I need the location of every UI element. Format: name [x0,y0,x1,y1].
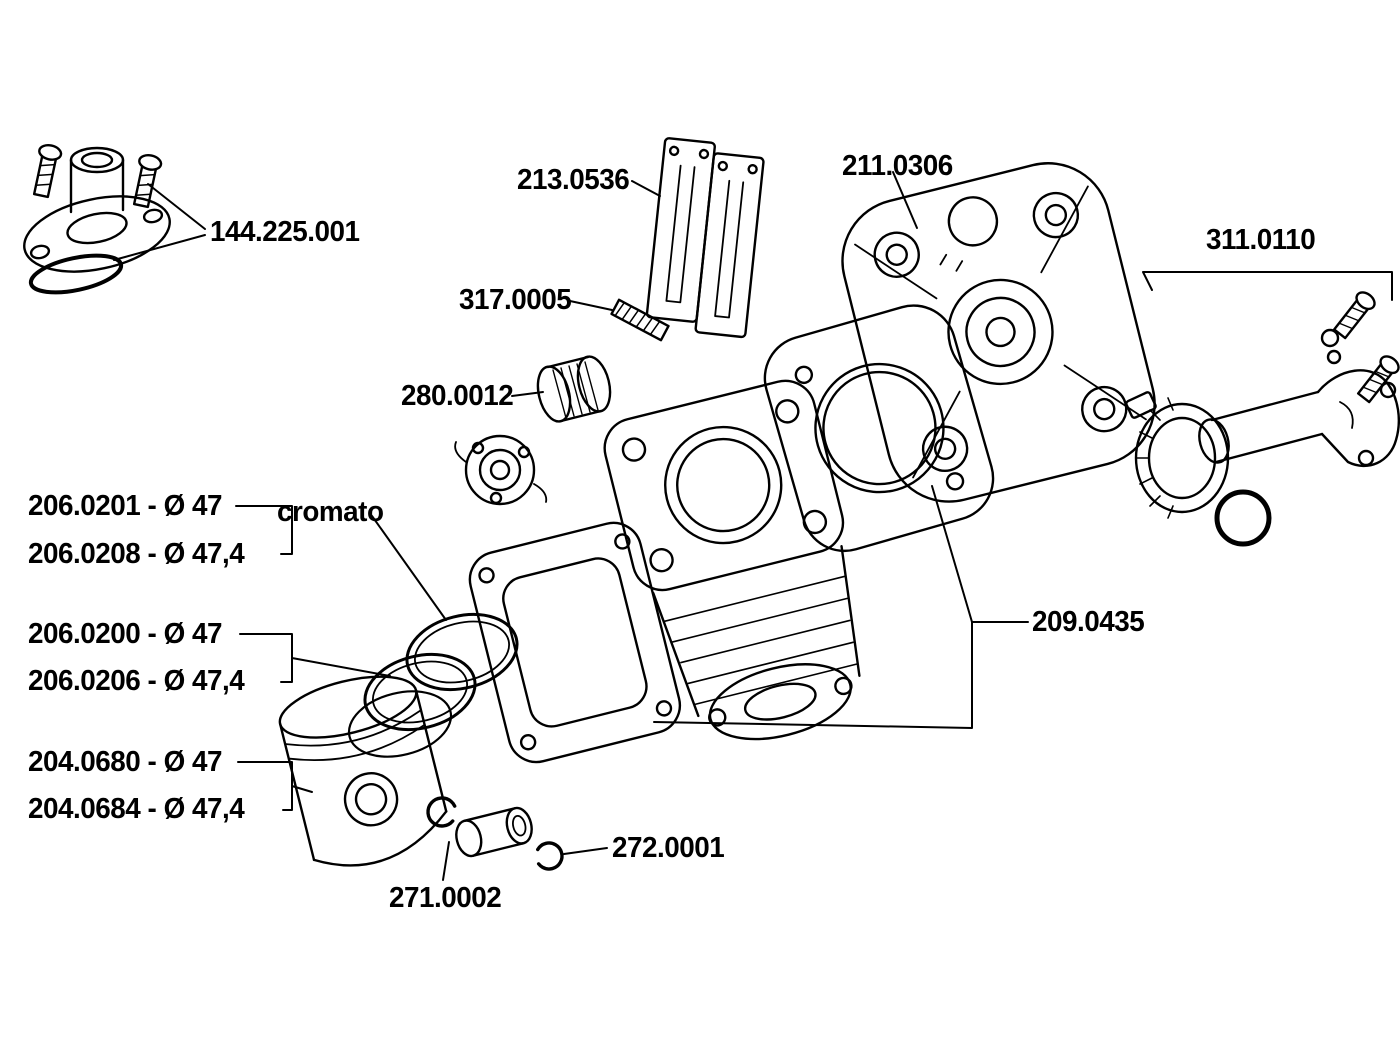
piston-pin-drawing [455,806,533,858]
label-ring-set-a2: 206.0208 - Ø 47,4 [28,538,245,570]
label-cromato: cromato [277,496,384,528]
label-piston-pin: 271.0002 [389,882,502,914]
intake-manifold-drawing [23,144,171,295]
stud-drawing [610,298,670,342]
power-valve-drawing [1125,291,1400,547]
label-piston-a: 204.0680 - Ø 47 [28,746,223,778]
label-stud: 317.0005 [459,284,572,316]
label-piston-b: 204.0684 - Ø 47,4 [28,793,245,825]
reed-petals-drawing [645,137,765,339]
piston-drawing [278,675,448,867]
piston-rings-drawing [347,613,519,758]
label-gasket-set: 209.0435 [1032,606,1145,638]
label-intake-manifold: 144.225.001 [210,216,360,248]
label-ring-set-b1: 206.0200 - Ø 47 [28,618,223,650]
head-gasket-drawing [763,304,995,553]
circlip-right-drawing [534,841,564,871]
cylinder-head-drawing [841,162,1156,503]
circlip-left-drawing [426,796,458,828]
label-power-valve-kit: 311.0110 [1206,224,1316,256]
label-circlip: 272.0001 [612,832,725,864]
valve-pulley-drawing [454,434,548,506]
needle-bearing-drawing [536,355,612,423]
cylinder-drawing [603,379,861,741]
label-small-end-bearing: 280.0012 [401,380,514,412]
base-gasket-drawing [468,521,682,764]
leader-lines [113,171,1393,881]
label-reed-petals: 213.0536 [517,164,630,196]
label-cylinder-head: 211.0306 [842,150,953,182]
label-ring-set-b2: 206.0206 - Ø 47,4 [28,665,245,697]
label-ring-set-a1: 206.0201 - Ø 47 [28,490,223,522]
